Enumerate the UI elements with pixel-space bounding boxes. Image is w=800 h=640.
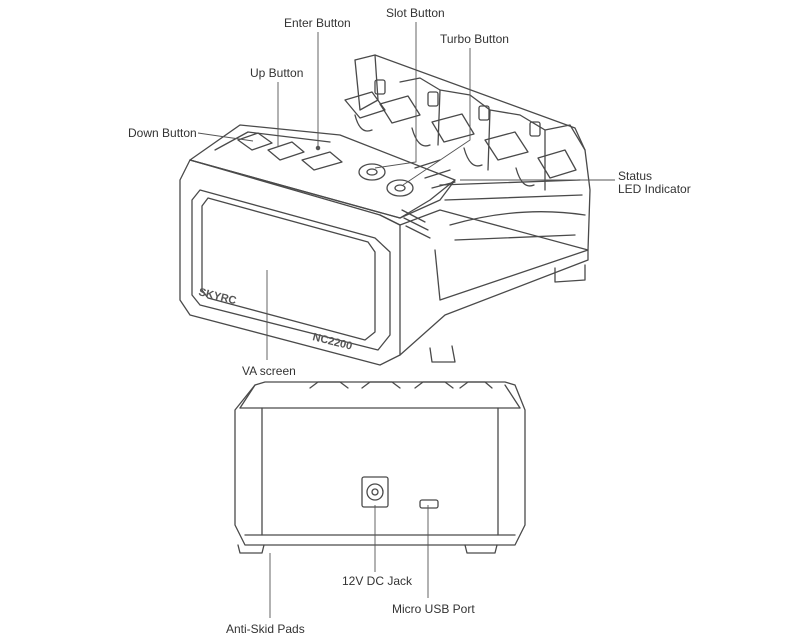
anti-skid-label: Anti-Skid Pads	[226, 622, 305, 636]
rear-tray-outline	[354, 54, 591, 301]
screen-bezel	[191, 189, 391, 351]
down-button[interactable]	[237, 132, 273, 151]
down-button-label: Down Button	[128, 126, 197, 140]
brand-logo-text: SKYRC	[197, 286, 237, 307]
charger-back-view	[234, 381, 526, 554]
status-led-label-line2: LED Indicator	[618, 182, 691, 196]
callout-leaders	[197, 22, 615, 618]
charger-top-view	[179, 54, 591, 366]
slot-contact	[374, 79, 386, 95]
enter-button-label: Enter Button	[284, 16, 351, 30]
anti-skid-pad	[237, 544, 265, 554]
up-button-label: Up Button	[250, 66, 304, 80]
slot-slider	[431, 113, 475, 143]
status-led-strip	[414, 159, 441, 169]
slot-contact	[478, 105, 490, 121]
slot-button[interactable]	[358, 163, 386, 181]
slot-slider	[484, 131, 529, 161]
turbo-button[interactable]	[386, 179, 414, 197]
leader-slot	[374, 22, 417, 169]
leader-down	[197, 132, 254, 142]
slot-slider	[537, 149, 577, 179]
slot-button-label: Slot Button	[386, 6, 445, 20]
micro-usb-port	[419, 499, 439, 509]
foot	[429, 345, 456, 363]
foot	[554, 264, 586, 283]
model-text: NC2200	[311, 331, 353, 352]
slot-slider	[379, 95, 421, 124]
front-face	[179, 159, 401, 366]
turbo-button-label: Turbo Button	[440, 32, 509, 46]
back-body-outline	[234, 381, 526, 546]
slot-slider	[344, 91, 386, 119]
side-body	[399, 209, 589, 356]
status-led-label-line1: Status	[618, 169, 653, 183]
anti-skid-pad	[464, 544, 498, 554]
slot-contact	[427, 91, 439, 107]
up-button[interactable]	[267, 141, 305, 161]
dc-jack	[361, 476, 389, 508]
va-screen-label: VA screen	[242, 364, 296, 378]
leader-turbo	[402, 48, 471, 186]
enter-button[interactable]	[301, 151, 343, 171]
dc-jack-label: 12V DC Jack	[342, 574, 413, 588]
va-screen	[201, 197, 376, 341]
micro-usb-label: Micro USB Port	[392, 602, 475, 616]
slot-contact	[529, 121, 541, 137]
